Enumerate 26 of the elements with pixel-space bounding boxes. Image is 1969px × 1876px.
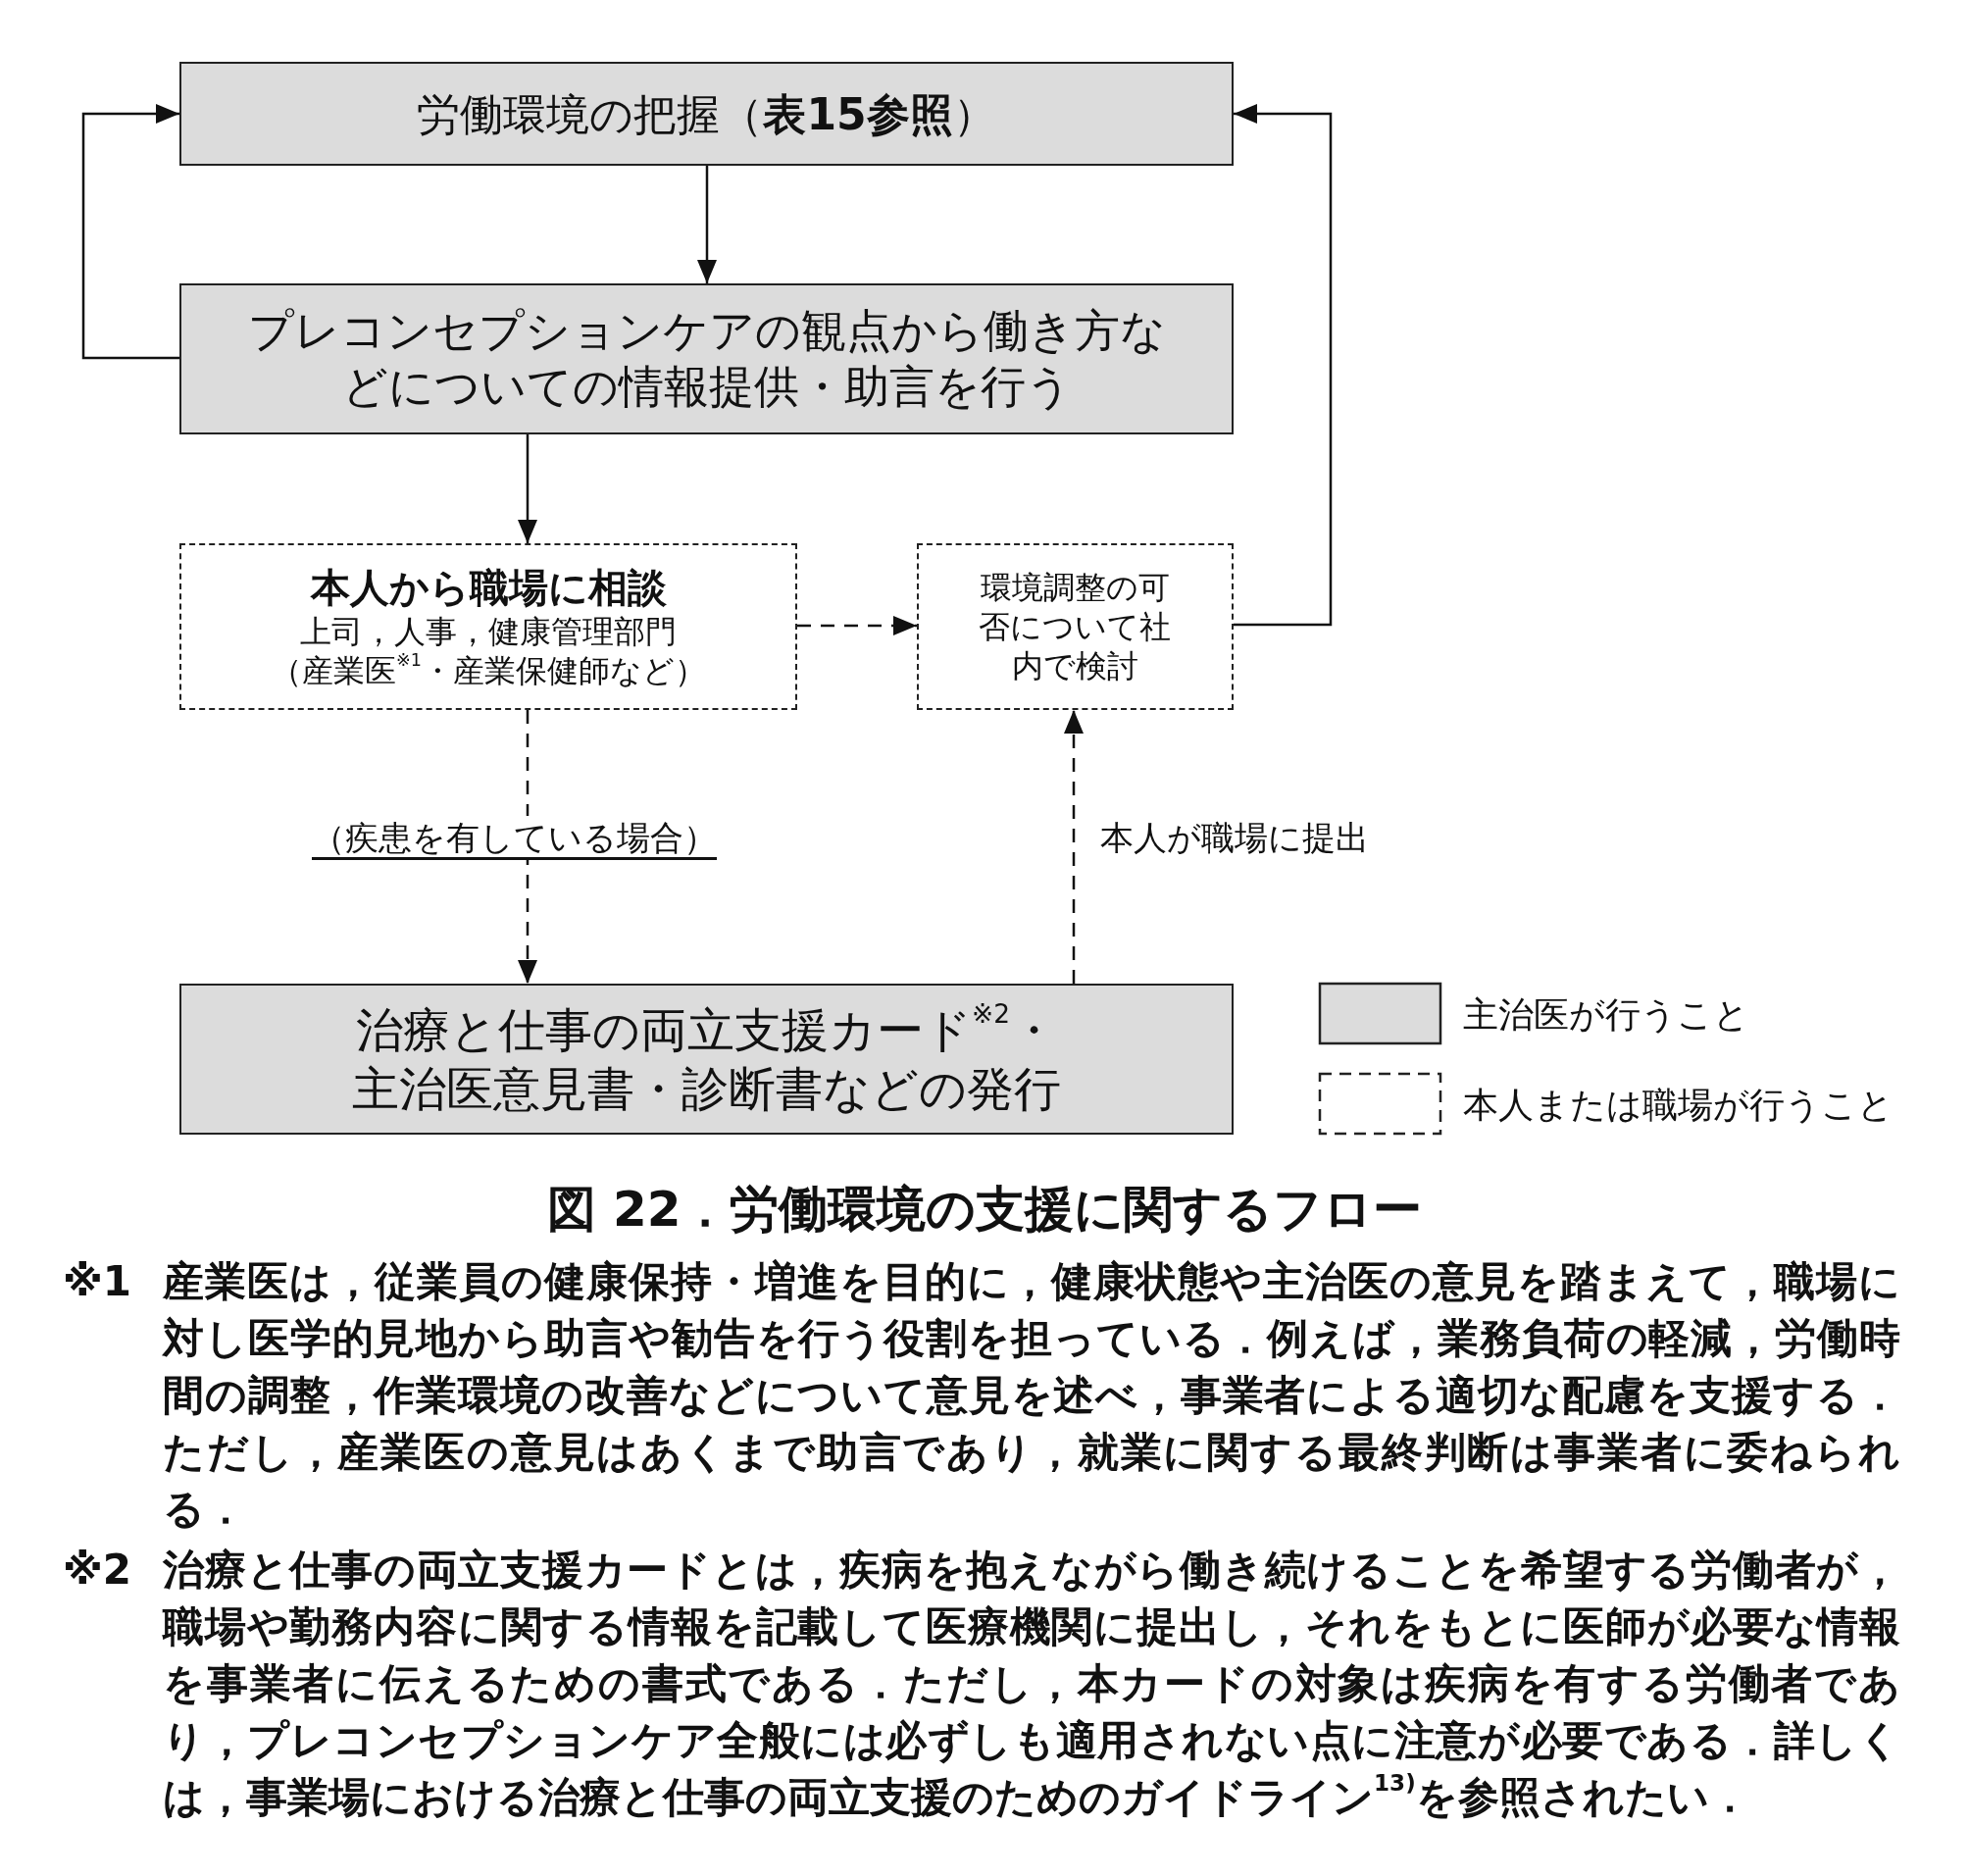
arrow bbox=[81, 104, 179, 360]
arrow bbox=[1234, 104, 1333, 627]
footnote-text: 産業医は，従業員の健康保持・増進を目的に，健康状態や主治医の意見を踏まえて，職場に対し医学的見地から助言や勧告を行う役割を担っている．例えば，業務負荷の軽減，労働時間の調整，作業環境の改善などについて意見を述べ，事業者による適切な配慮を支援する．ただし，産業医の意見はあくまで助言であり，就業に関する最終判断は事業者に委ねられる． bbox=[163, 1256, 1900, 1535]
dashed-arrow bbox=[518, 710, 537, 984]
dashed-step-box bbox=[179, 543, 797, 710]
step-text: 環境調整の可否について社内で検討 bbox=[978, 568, 1173, 685]
figure-caption: 図 22．労働環境の支援に関するフロー bbox=[545, 1180, 1424, 1240]
legend-text: 本人または職場が行うこと bbox=[1463, 1084, 1893, 1127]
legend-text: 主治医が行うこと bbox=[1463, 993, 1749, 1037]
dashed-arrow bbox=[797, 616, 917, 635]
step-text: 労働環境の把握（表15参照） bbox=[417, 87, 996, 141]
dashed-step-box bbox=[917, 543, 1234, 710]
process-box bbox=[179, 62, 1234, 166]
step-text: 本人から職場に相談 bbox=[310, 564, 667, 612]
step-detail-text: （産業医$^{※1}$・産業保健師など） bbox=[271, 651, 706, 690]
step-detail-text: 上司，人事，健康管理部門 bbox=[300, 612, 677, 651]
arrow bbox=[697, 166, 717, 283]
step-text: 治療と仕事の両立支援カード$^{※2}$・主治医意見書・診断書などの発行 bbox=[351, 1000, 1062, 1118]
footnote-mark: ※1 bbox=[63, 1256, 132, 1307]
process-box bbox=[179, 984, 1234, 1135]
arrow bbox=[518, 434, 537, 543]
footnote-text: 治療と仕事の両立支援カードとは，疾病を抱えながら働き続けることを希望する労働者が，職場や勤務内容に関する情報を記載して医療機関に提出し，それをもとに医師が必要な情報を事業者に伝えるための書式である．ただし，本カードの対象は疾病を有する労働者であり，プレコンセプションケア全般には必ずしも適用されない点に注意が必要である．詳しくは，事業場における治療と仕事の両立支援のためのガイドライン$^{13)}$を参照されたい． bbox=[163, 1545, 1900, 1823]
dashed-arrow bbox=[1064, 710, 1084, 984]
process-box bbox=[179, 283, 1234, 434]
step-text: プレコンセプションケアの観点から働き方などについての情報提供・助言を行う bbox=[246, 302, 1167, 415]
footnote-mark: ※2 bbox=[63, 1545, 132, 1596]
